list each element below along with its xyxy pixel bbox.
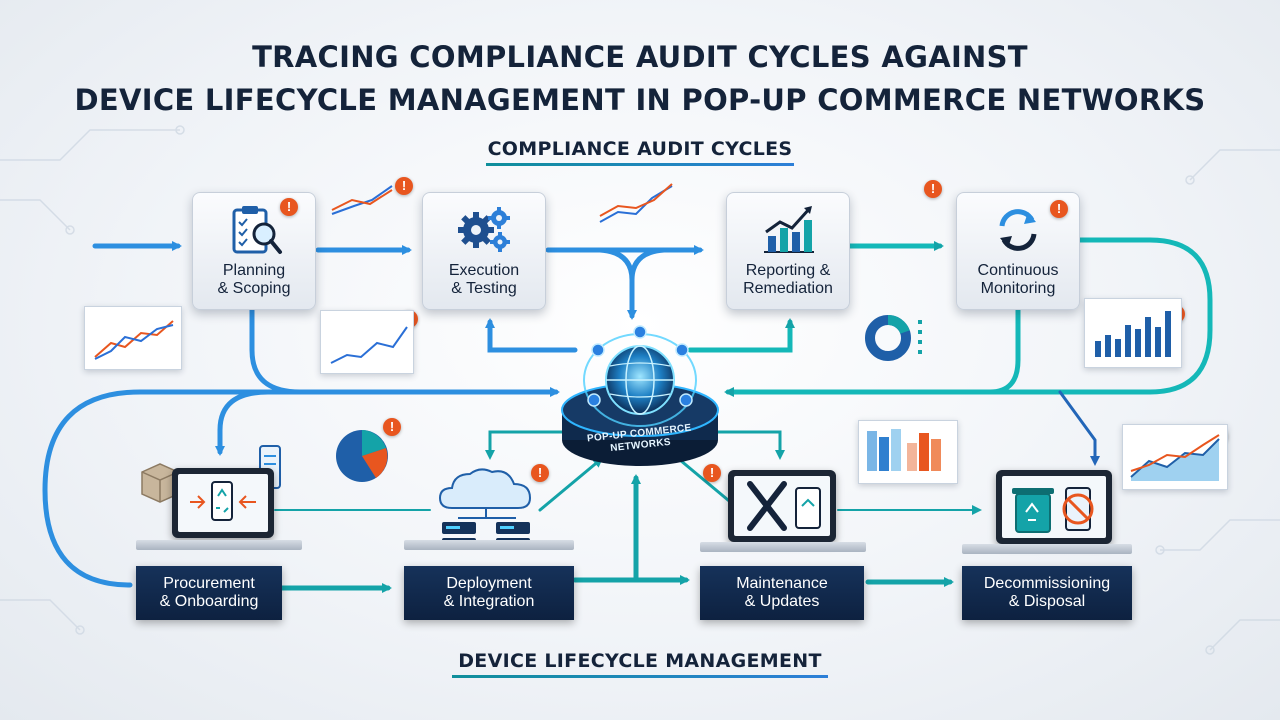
title-line-1: TRACING COMPLIANCE AUDIT CYCLES AGAINST bbox=[252, 40, 1028, 74]
mini-heatmap-panel bbox=[858, 420, 958, 484]
mini-line-chart-panel bbox=[320, 310, 414, 374]
gears-icon bbox=[458, 207, 510, 252]
lifecycle-flow-arrows bbox=[274, 430, 982, 593]
mini-donut-chart-panel bbox=[860, 310, 946, 366]
circuit-decoration bbox=[0, 125, 1280, 655]
audit-card-label: Continuous Monitoring bbox=[977, 262, 1059, 297]
audit-card-reporting[interactable]: Reporting & Remediation bbox=[726, 192, 850, 310]
maintenance-laptop-base bbox=[700, 542, 866, 552]
arrow-hub-to-maintenance-top bbox=[698, 430, 785, 460]
alert-icon: ! bbox=[395, 177, 413, 195]
audit-card-execution[interactable]: Execution & Testing bbox=[422, 192, 546, 310]
arrow-hub-to-deployment bbox=[485, 430, 574, 460]
decommissioning-device bbox=[996, 470, 1112, 544]
procurement-laptop-base bbox=[136, 540, 302, 550]
lifecycle-card-maintenance[interactable]: Maintenance & Updates bbox=[700, 566, 864, 620]
lifecycle-section-label: DEVICE LIFECYCLE MANAGEMENT bbox=[452, 650, 828, 678]
alert-icon: ! bbox=[703, 464, 721, 482]
laptop-recycle-icon bbox=[190, 481, 256, 521]
lifecycle-card-decommissioning[interactable]: Decommissioning & Disposal bbox=[962, 566, 1132, 620]
audit-card-label: Reporting & Remediation bbox=[743, 262, 833, 297]
alert-icon: ! bbox=[1050, 200, 1068, 218]
wrench-screwdriver-icon bbox=[747, 481, 821, 531]
mini-pie-chart-panel bbox=[330, 424, 394, 488]
arrow-monitoring-to-hub bbox=[987, 307, 1021, 395]
area-chart-icon bbox=[1130, 434, 1220, 481]
pie-chart-icon bbox=[336, 430, 388, 482]
audit-card-label: Execution & Testing bbox=[448, 262, 520, 297]
alert-icon: ! bbox=[280, 198, 298, 216]
deployment-platform-base bbox=[404, 540, 574, 550]
lifecycle-label-underline bbox=[452, 675, 828, 678]
clipboard-magnifier-icon bbox=[232, 206, 282, 254]
mini-area-chart-panel bbox=[1122, 424, 1228, 490]
mini-chart-line-top-1 bbox=[331, 185, 393, 215]
arrow-deployment-to-hub bbox=[538, 457, 604, 512]
audit-label-underline bbox=[486, 163, 794, 166]
alert-icon: ! bbox=[383, 418, 401, 436]
sync-arrows-icon bbox=[999, 209, 1037, 251]
arrow-hub-to-reporting bbox=[687, 318, 795, 353]
recycle-bin-icon bbox=[1012, 487, 1094, 533]
lifecycle-card-procurement[interactable]: Procurement & Onboarding bbox=[136, 566, 282, 620]
arrow-junction-to-hub bbox=[597, 247, 637, 320]
hub-graphic bbox=[561, 325, 719, 466]
heatmap-icon bbox=[867, 429, 941, 471]
donut-chart-icon bbox=[865, 314, 922, 361]
procurement-device bbox=[172, 468, 274, 538]
audit-section-label: COMPLIANCE AUDIT CYCLES bbox=[486, 138, 794, 166]
maintenance-device bbox=[728, 470, 836, 542]
alert-icon: ! bbox=[531, 464, 549, 482]
mini-chart-line-top-2 bbox=[599, 183, 673, 223]
title-line-2: DEVICE LIFECYCLE MANAGEMENT IN POP-UP CO… bbox=[74, 83, 1206, 117]
mini-bar-chart-panel bbox=[1084, 298, 1182, 368]
lifecycle-card-deployment[interactable]: Deployment & Integration bbox=[404, 566, 574, 620]
rising-bar-chart-icon bbox=[764, 206, 814, 253]
arrow-left-loop bbox=[42, 389, 303, 588]
audit-card-label: Planning & Scoping bbox=[217, 262, 291, 297]
mini-line-chart-panel bbox=[84, 306, 182, 370]
audit-flow-arrows bbox=[42, 237, 1213, 588]
arrow-monitoring-loop-to-hub bbox=[724, 237, 1213, 397]
bar-chart-icon bbox=[1095, 311, 1171, 357]
arrow-hub-to-execution bbox=[485, 318, 578, 353]
arrow-to-procurement bbox=[215, 389, 271, 456]
line-chart-icon bbox=[94, 320, 174, 360]
main-title: TRACING COMPLIANCE AUDIT CYCLES AGAINST … bbox=[0, 36, 1280, 122]
alert-icon: ! bbox=[924, 180, 942, 198]
line-chart-icon bbox=[330, 326, 408, 364]
arrow-to-decommissioning bbox=[1058, 390, 1100, 466]
decommissioning-laptop-base bbox=[962, 544, 1132, 554]
